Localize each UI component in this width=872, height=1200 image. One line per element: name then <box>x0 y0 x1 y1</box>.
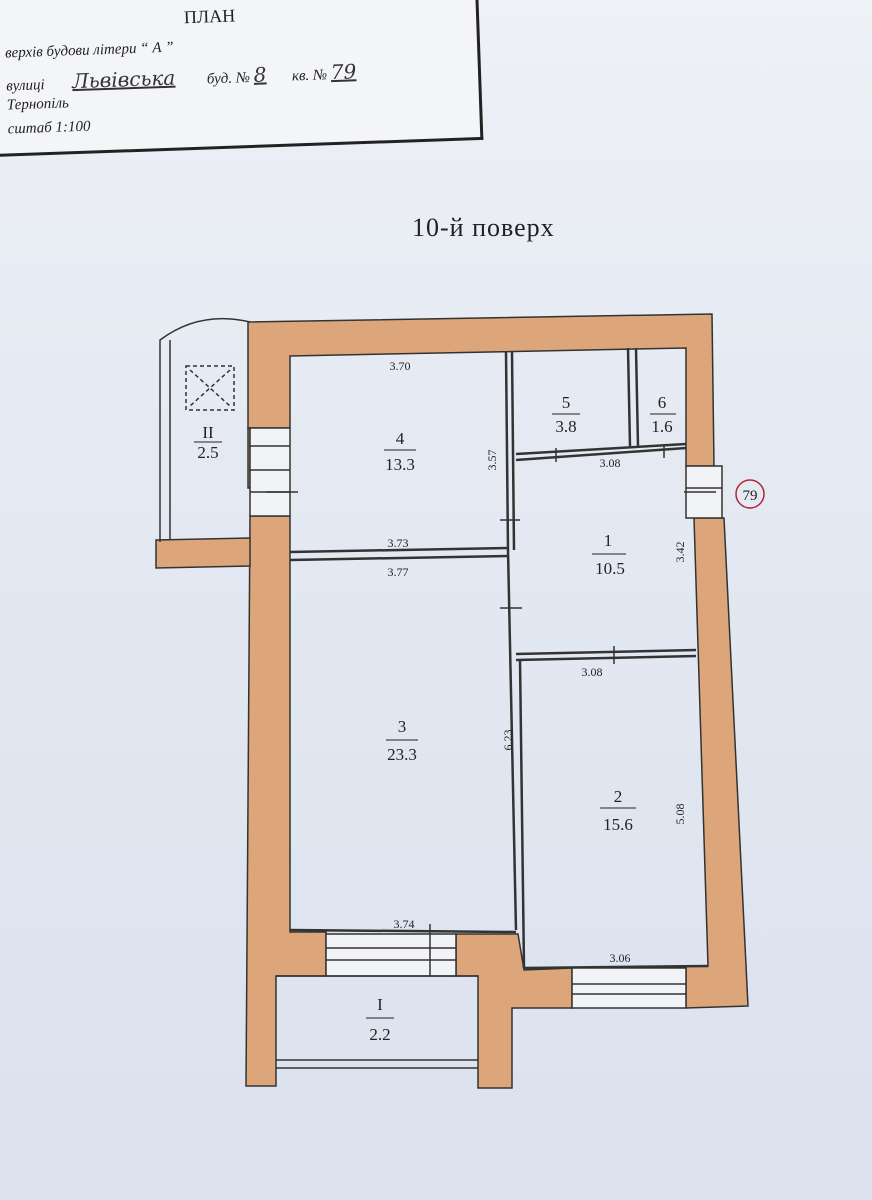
room-area: 13.3 <box>385 455 415 474</box>
balcony-ledge <box>155 537 251 569</box>
dimension-labels: 3.70 3.57 3.73 3.77 6.23 3.74 3.08 3.42 … <box>388 359 688 965</box>
room-id: 1 <box>604 531 613 550</box>
bottom-wall-middle <box>455 933 573 1089</box>
dimension: 3.57 <box>485 450 499 471</box>
room-id: 2 <box>614 787 623 806</box>
dimension: 3.08 <box>582 665 603 679</box>
dimension: 3.08 <box>600 456 621 470</box>
top-wall <box>247 313 715 467</box>
left-wall-lower <box>245 515 327 1087</box>
room-id: 6 <box>658 393 667 412</box>
dimension: 5.08 <box>673 804 687 825</box>
room-id: 5 <box>562 393 571 412</box>
door-marks <box>266 444 716 976</box>
room-labels: II 2.5 4 13.3 5 3.8 6 1.6 1 10.5 3 23.3 … <box>194 393 676 1044</box>
dimension: 3.06 <box>610 951 631 965</box>
apartment-marker-label: 79 <box>743 488 758 504</box>
dimension: 6.23 <box>501 730 515 751</box>
partitions <box>289 347 709 970</box>
apartment-marker: 79 <box>735 479 765 509</box>
room-area: 3.8 <box>555 417 576 436</box>
room-id: II <box>202 423 214 442</box>
dimension: 3.77 <box>388 565 409 579</box>
room-id: I <box>377 995 383 1014</box>
room-id: 4 <box>396 429 405 448</box>
floor-title: 10-й поверх <box>412 213 555 242</box>
right-wall <box>685 517 749 1009</box>
balcony-ii <box>159 317 251 542</box>
room-area: 2.2 <box>369 1025 390 1044</box>
room-area: 10.5 <box>595 559 625 578</box>
room-area: 2.5 <box>197 443 218 462</box>
room-id: 3 <box>398 717 407 736</box>
dimension: 3.42 <box>673 542 687 563</box>
dimension: 3.73 <box>388 536 409 550</box>
room-area: 1.6 <box>651 417 672 436</box>
room-area: 23.3 <box>387 745 417 764</box>
dimension: 3.70 <box>390 359 411 373</box>
dimension: 3.74 <box>394 917 415 931</box>
windows <box>249 427 723 1009</box>
ventilation-shaft-icon <box>185 365 235 411</box>
balcony-i <box>276 975 478 1069</box>
room-area: 15.6 <box>603 815 633 834</box>
